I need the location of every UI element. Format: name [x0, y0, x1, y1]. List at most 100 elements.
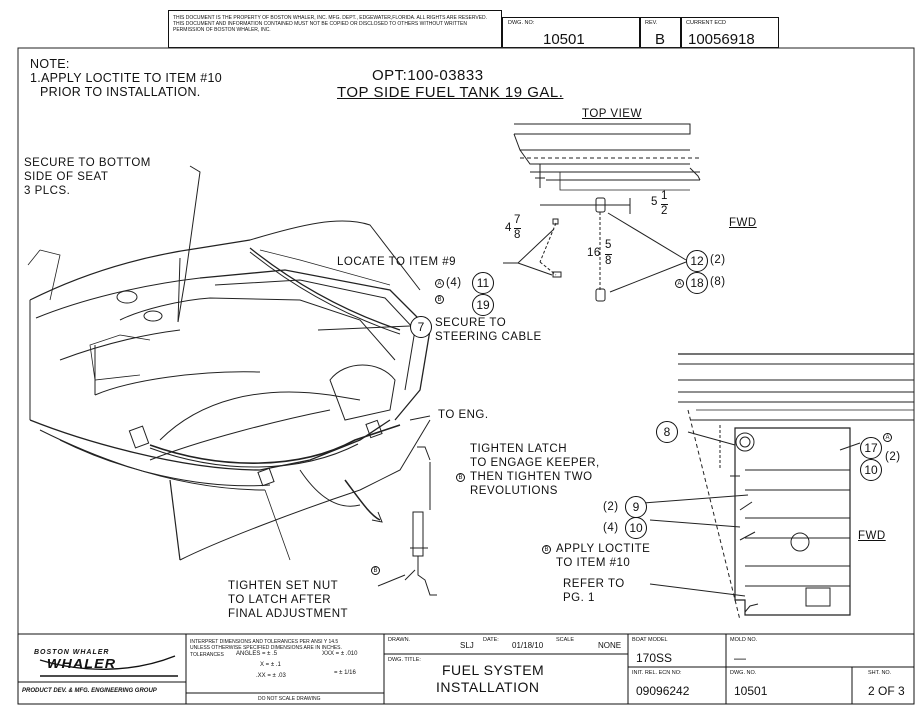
dwg-no-label: DWG. NO: [508, 20, 535, 26]
refer-line2: PG. 1 [563, 592, 595, 604]
date-value: 01/18/10 [512, 641, 544, 650]
rev-label: REV. [645, 20, 658, 26]
latch-line2: TO ENGAGE KEEPER, [470, 457, 600, 469]
qty-18: (8) [710, 276, 726, 288]
dim-1-den: 2 [661, 204, 668, 217]
dwg-title-line2: INSTALLATION [436, 679, 540, 695]
init-ecn-value: 09096242 [636, 684, 690, 698]
drawing-subject: TOP SIDE FUEL TANK 19 GAL. [337, 84, 564, 101]
tol-xxx: XXX = ± .010 [322, 651, 358, 657]
rev-value: B [655, 31, 666, 48]
tolerance-line2: UNLESS OTHERWISE SPECIFIED DIMENSIONS AR… [190, 645, 342, 651]
scale-label: SCALE [556, 637, 575, 643]
item-10-balloon: 10 [625, 517, 647, 539]
item-17-balloon: 17 [860, 437, 882, 459]
item-8-balloon: 8 [656, 421, 678, 443]
dwg-title-label: DWG. TITLE: [388, 657, 421, 663]
drawn-value: SLJ [460, 641, 474, 650]
tolerance-label: TOLERANCES [190, 652, 224, 658]
console-outline [29, 239, 251, 301]
note-line-2: PRIOR TO INSTALLATION. [40, 85, 201, 99]
dim-3-num: 5 [605, 239, 612, 251]
dwg-no-value-2: 10501 [734, 684, 768, 698]
boat-model-label: BOAT MODEL [632, 637, 668, 643]
option-number: OPT:100-03833 [372, 67, 484, 84]
tol-xx: .XX = ± .03 [256, 673, 286, 679]
ref-a-marker-3: A [883, 433, 892, 442]
loctite-line1: APPLY LOCTITE [556, 543, 651, 555]
dwg-no-label-2: DWG. NO. [730, 670, 757, 676]
dim-3-whole: 16 [587, 247, 601, 259]
dim-2-num: 7 [514, 214, 521, 226]
locate-callout: LOCATE TO ITEM #9 [337, 256, 457, 268]
tol-fraction: = ± 1/16 [334, 670, 356, 676]
dwg-no-value: 10501 [543, 31, 585, 48]
ref-a-marker-2: A [675, 279, 684, 288]
engineering-group: PRODUCT DEV. & MFG. ENGINEERING GROUP [22, 688, 157, 694]
top-view-rail [514, 123, 691, 135]
item-11-balloon: 11 [472, 272, 494, 294]
ownership-notice: THIS DOCUMENT IS THE PROPERTY OF BOSTON … [173, 15, 488, 33]
item-12-balloon: 12 [686, 250, 708, 272]
qty-10: (4) [603, 522, 619, 534]
boat-model-value: 170SS [636, 651, 673, 665]
steering-line2: STEERING CABLE [435, 331, 542, 343]
dim-1-num: 1 [661, 190, 668, 202]
dim-2-whole: 4 [505, 222, 512, 234]
sheet-no-label: SHT. NO. [868, 670, 892, 676]
item-18-balloon: 18 [686, 272, 708, 294]
ref-b-marker: B [435, 295, 444, 304]
tol-angles: ANGLES = ± .5 [236, 651, 278, 657]
fwd-label-top: FWD [729, 217, 757, 229]
dim-1-whole: 5 [651, 196, 658, 208]
loctite-line2: TO ITEM #10 [556, 557, 631, 569]
set-nut-line2: TO LATCH AFTER [228, 594, 332, 606]
mold-value: — [734, 651, 746, 665]
tolerance-line1: INTERPRET DIMENSIONS AND TOLERANCES PER … [190, 639, 339, 645]
ecd-label: CURRENT ECD [686, 20, 726, 26]
refer-line1: REFER TO [563, 578, 625, 590]
no-scale-note: DO NOT SCALE DRAWING [258, 696, 321, 702]
item-7-balloon: 7 [410, 316, 432, 338]
qty-17: (2) [885, 451, 901, 463]
set-nut-line3: FINAL ADJUSTMENT [228, 608, 349, 620]
brand-small: BOSTON WHALER [34, 649, 110, 656]
latch-line4: REVOLUTIONS [470, 485, 558, 497]
init-ecn-label: INIT. REL. ECN NO: [632, 670, 682, 676]
dim-3-den: 8 [605, 254, 612, 267]
tol-x: X = ± .1 [260, 662, 281, 668]
ref-b-marker-4: B [542, 545, 551, 554]
date-label: DATE: [483, 637, 499, 643]
drawn-label: DRAWN. [388, 637, 411, 643]
dim-2-den: 8 [514, 228, 521, 241]
top-view-label: TOP VIEW [582, 108, 642, 120]
latch-line3: THEN TIGHTEN TWO [470, 471, 593, 483]
fwd-label-tank: FWD [858, 530, 886, 542]
qty-9: (2) [603, 501, 619, 513]
secure-bottom-line3: 3 PLCS. [24, 185, 71, 197]
set-nut-line1: TIGHTEN SET NUT [228, 580, 339, 592]
item-19-balloon: 19 [472, 294, 494, 316]
qty-12: (2) [710, 254, 726, 266]
ecd-value: 10056918 [688, 31, 755, 48]
latch-line1: TIGHTEN LATCH [470, 443, 568, 455]
note-heading: NOTE: [30, 57, 70, 71]
sheet-no-value: 2 OF 3 [868, 684, 905, 698]
company-logo: WHALER [46, 656, 117, 671]
scale-value: NONE [598, 641, 622, 650]
title-block-border [17, 633, 915, 705]
ref-a-marker: A [435, 279, 444, 288]
ref-b-marker-2: B [456, 473, 465, 482]
note-line-1: 1.APPLY LOCTITE TO ITEM #10 [30, 71, 222, 85]
qty-11: (4) [446, 277, 462, 289]
steering-line1: SECURE TO [435, 317, 507, 329]
ref-b-marker-3: B [371, 566, 380, 575]
item-10-balloon-top: 10 [860, 459, 882, 481]
mold-label: MOLD NO. [730, 637, 758, 643]
secure-bottom-line2: SIDE OF SEAT [24, 171, 109, 183]
dwg-title-line1: FUEL SYSTEM [442, 662, 545, 678]
to-engine-label: TO ENG. [438, 409, 489, 421]
item-9-balloon: 9 [625, 496, 647, 518]
